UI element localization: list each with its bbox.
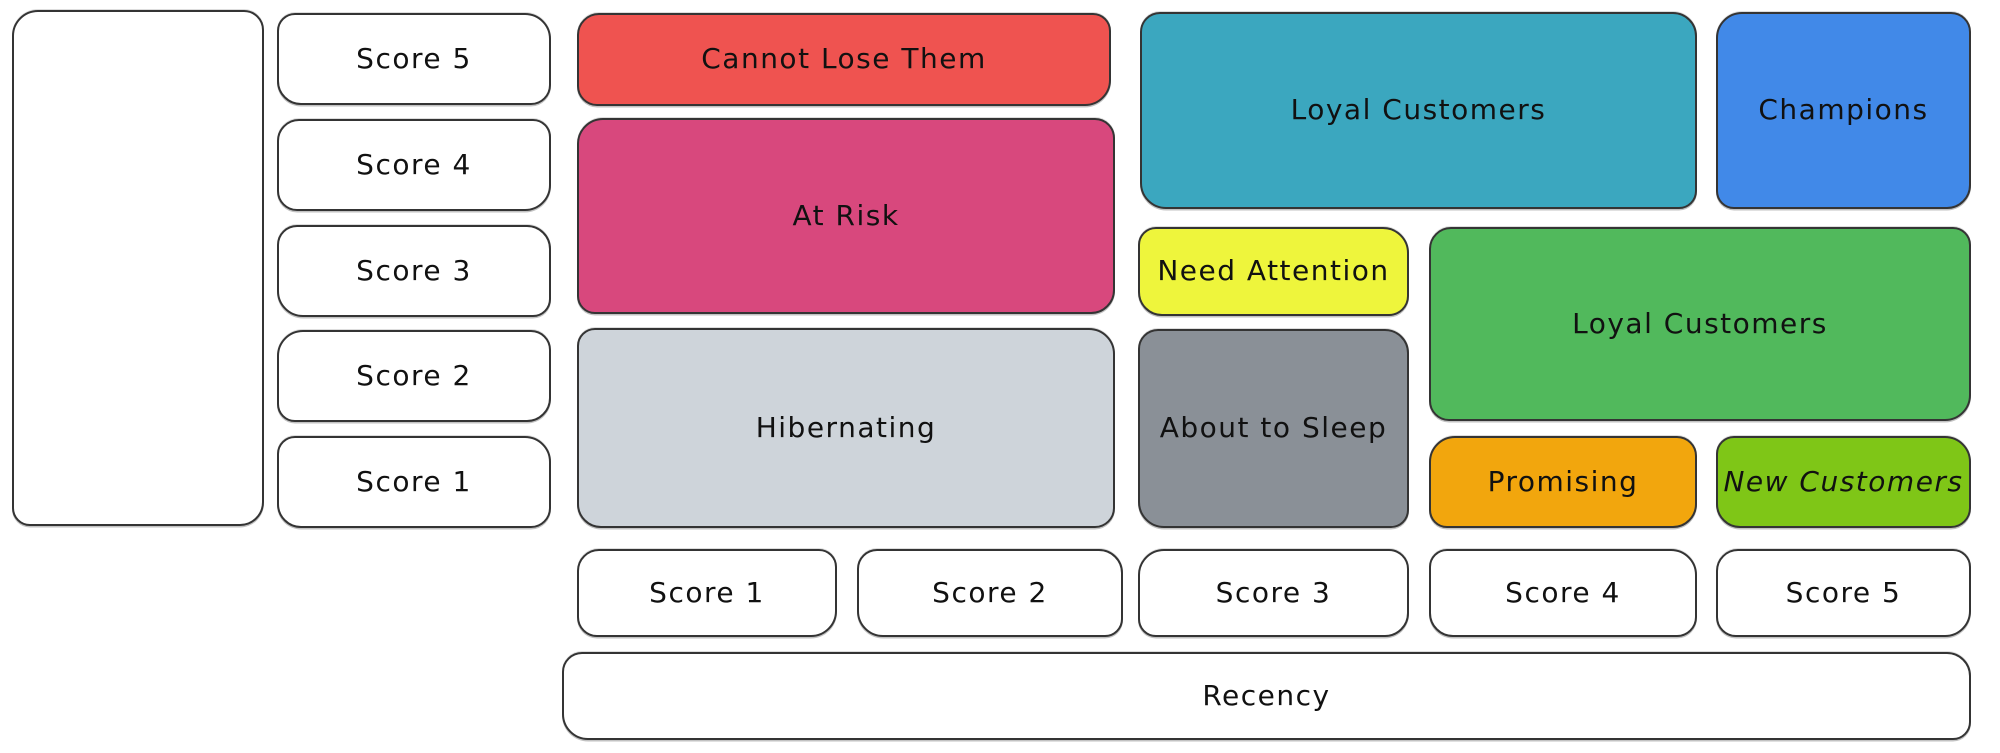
segment-loyal-customers-upper: Loyal Customers — [1140, 12, 1697, 209]
segment-loyal-customers-upper-label: Loyal Customers — [1290, 93, 1547, 127]
recency-score-3-box: Score 3 — [1138, 549, 1409, 637]
frequency-score-3-label: Score 3 — [356, 253, 472, 287]
recency-axis-box: Recency — [562, 652, 1971, 740]
frequency-score-4-box: Score 4 — [277, 119, 551, 211]
segment-at-risk-label: At Risk — [792, 198, 900, 232]
frequency-score-2-label: Score 2 — [356, 358, 472, 392]
frequency-score-4-label: Score 4 — [356, 147, 472, 181]
recency-score-2-box: Score 2 — [857, 549, 1123, 637]
segment-hibernating-label: Hibernating — [755, 410, 937, 444]
segment-about-to-sleep-label: About to Sleep — [1159, 411, 1388, 445]
segment-cannot-lose-them-label: Cannot Lose Them — [701, 42, 987, 76]
segment-need-attention: Need Attention — [1138, 227, 1409, 316]
recency-score-2-label: Score 2 — [932, 575, 1048, 609]
segment-promising-label: Promising — [1487, 464, 1639, 498]
segment-promising: Promising — [1429, 436, 1697, 528]
frequency-score-3-box: Score 3 — [277, 225, 551, 317]
frequency-axis-box — [12, 10, 264, 526]
segment-about-to-sleep: About to Sleep — [1138, 329, 1409, 528]
frequency-score-5-label: Score 5 — [356, 41, 472, 75]
recency-axis-label: Recency — [1202, 678, 1331, 712]
recency-score-1-box: Score 1 — [577, 549, 837, 637]
segment-champions-label: Champions — [1758, 93, 1929, 127]
recency-score-5-label: Score 5 — [1785, 575, 1902, 609]
segment-hibernating: Hibernating — [577, 328, 1115, 528]
segment-at-risk: At Risk — [577, 118, 1115, 314]
recency-score-4-label: Score 4 — [1505, 575, 1621, 609]
frequency-score-5-box: Score 5 — [277, 13, 551, 105]
frequency-score-1-label: Score 1 — [356, 464, 472, 498]
segment-champions: Champions — [1716, 12, 1971, 209]
recency-score-4-box: Score 4 — [1429, 549, 1697, 637]
frequency-score-2-box: Score 2 — [277, 330, 551, 422]
segment-need-attention-label: Need Attention — [1157, 254, 1390, 288]
segment-cannot-lose-them: Cannot Lose Them — [577, 13, 1111, 106]
segment-loyal-customers-lower-label: Loyal Customers — [1572, 306, 1828, 340]
segment-new-customers: New Customers — [1716, 436, 1971, 528]
frequency-score-1-box: Score 1 — [277, 436, 551, 528]
recency-score-1-label: Score 1 — [649, 575, 765, 609]
recency-score-3-label: Score 3 — [1215, 575, 1332, 609]
segment-new-customers-label: New Customers — [1723, 464, 1964, 498]
segment-loyal-customers-lower: Loyal Customers — [1429, 227, 1971, 421]
recency-score-5-box: Score 5 — [1716, 549, 1971, 637]
